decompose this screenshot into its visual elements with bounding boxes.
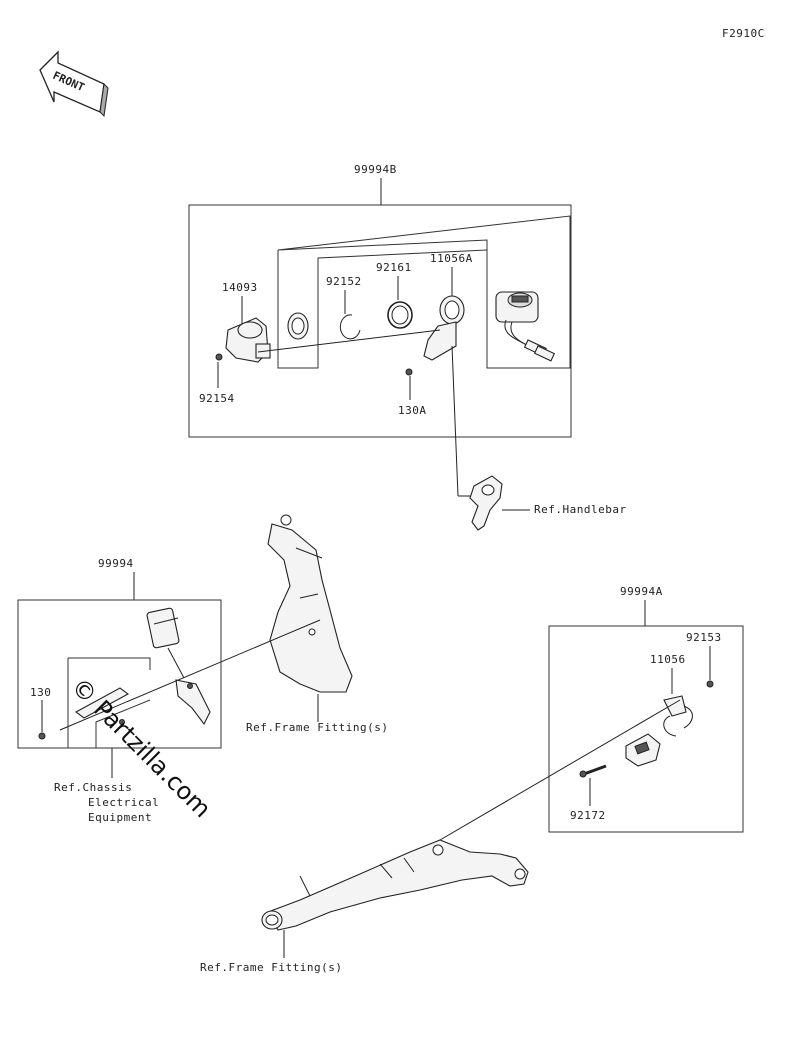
kit-99994-group: 99994 130 [17,557,321,749]
bracket-plate-part [74,687,130,719]
kit-frame-99994A [548,625,744,833]
screw-92154-icon [215,353,223,361]
handlebar-clamp-part [469,475,503,531]
inner-frame-2 [277,249,488,369]
label-92153: 92153 [686,631,722,644]
label-130A: 130A [398,404,427,417]
label-92152: 92152 [326,275,362,288]
usb-socket-part [495,291,556,362]
kit-99994B-group: 99994B 14093 92152 92161 11056A 92154 13… [188,163,572,497]
ref-chassis-line1: Ref.Chassis [54,781,132,794]
frame-fitting-upper-part [267,514,353,693]
front-arrow-icon: FRONT [39,50,109,118]
connector-part [625,733,661,767]
ring-part [287,312,309,340]
label-11056: 11056 [650,653,686,666]
kit-99994A-group: 99994A 92153 11056 92172 [548,585,744,833]
screw-92153-icon [706,680,714,688]
kit-frame-99994 [17,599,222,749]
ref-chassis-line3: Equipment [88,811,152,824]
label-92161: 92161 [376,261,412,274]
bolt-130A-icon [405,368,413,376]
circlip-part [339,314,361,340]
bracket-11056-part [663,695,693,737]
fuse-holder-part [146,607,211,726]
bolt-92172-part [579,764,607,778]
bolt-130-icon [38,732,46,740]
frame-fitting-lower-part [261,839,529,931]
label-11056A: 11056A [430,252,473,265]
ref-handlebar: Ref.Handlebar [534,503,627,516]
ref-frame-fitting-1: Ref.Frame Fitting(s) [246,721,388,734]
socket-housing-part [225,317,271,363]
label-92172: 92172 [570,809,606,822]
label-92154: 92154 [199,392,235,405]
ref-frame-fitting-2: Ref.Frame Fitting(s) [200,961,342,974]
inner-frame [277,215,571,369]
label-130: 130 [30,686,51,699]
seal-ring-part [387,301,413,329]
label-14093: 14093 [222,281,258,294]
bracket-11056A-part [423,295,465,361]
kit-label-99994B: 99994B [354,163,397,176]
kit-frame-99994B [188,204,572,438]
figure-code: F2910C [722,27,765,40]
kit-label-99994: 99994 [98,557,134,570]
kit-label-99994A: 99994A [620,585,663,598]
ref-chassis-line2: Electrical [88,796,159,809]
